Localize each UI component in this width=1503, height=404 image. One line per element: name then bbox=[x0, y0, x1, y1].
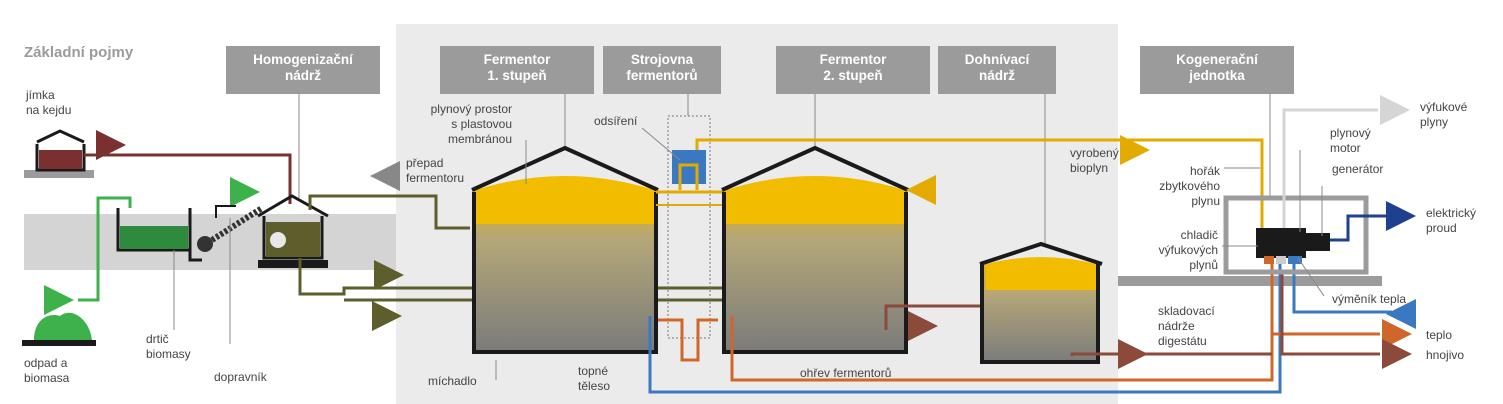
crusher-tank bbox=[116, 205, 264, 262]
post-digester-graphic bbox=[979, 241, 1103, 364]
label-desulfurization: odsíření bbox=[594, 114, 638, 128]
label-heating-element: topné těleso bbox=[578, 364, 611, 393]
slurry-pit bbox=[24, 129, 94, 178]
generator-block bbox=[1306, 233, 1330, 251]
cogeneration-platform bbox=[1118, 276, 1382, 286]
gas-engine-block bbox=[1256, 228, 1306, 258]
label-conveyor: dopravník bbox=[214, 370, 267, 384]
desulfurization-unit bbox=[672, 150, 706, 184]
biogas-pipe bbox=[695, 138, 1264, 232]
slurry-pipe bbox=[84, 153, 292, 204]
label-slurry-pit: jímka na kejdu bbox=[26, 88, 72, 117]
biomass-heap bbox=[34, 312, 92, 340]
label-generator: generátor bbox=[1332, 162, 1384, 176]
label-exhaust-gases: výfukové plyny bbox=[1420, 100, 1468, 129]
cogeneration-housing bbox=[1223, 195, 1369, 275]
header-fermenter-machinery: Strojovna fermentorů bbox=[603, 46, 721, 94]
header-homogenization-tank: Homogenizační nádrž bbox=[226, 46, 380, 94]
header-fermenter-2: Fermentor 2. stupeň bbox=[776, 46, 930, 94]
homogenization-tank-graphic bbox=[257, 194, 329, 268]
label-electricity: elektrický proud bbox=[1426, 206, 1477, 235]
label-mixer: míchadlo bbox=[428, 374, 477, 388]
header-cogeneration-unit: Kogenerační jednotka bbox=[1140, 46, 1294, 94]
header-fermenter-1: Fermentor 1. stupeň bbox=[440, 46, 594, 94]
label-waste-gas-burner: hořák zbytkového plynu bbox=[1159, 164, 1220, 208]
fermenter-1-graphic bbox=[471, 145, 659, 354]
label-fermenter-heating: ohřev fermentorů bbox=[800, 366, 892, 380]
diagram-title: Základní pojmy bbox=[24, 44, 134, 61]
label-fertilizer: hnojivo bbox=[1426, 348, 1465, 362]
label-heat-exchanger: výměník tepla bbox=[1332, 292, 1407, 306]
machinery-box bbox=[667, 115, 711, 339]
label-storage-tanks: skladovací nádrže digestátu bbox=[1158, 304, 1215, 348]
label-gas-space: plynový prostor s plastovou membránou bbox=[430, 102, 512, 146]
label-waste-biomass: odpad a biomasa bbox=[24, 356, 70, 385]
label-gas-engine: plynový motor bbox=[1330, 126, 1371, 155]
fermenter-2-graphic bbox=[721, 145, 909, 354]
label-exhaust-cooler: chladič výfukových plynů bbox=[1158, 228, 1218, 272]
label-heat: teplo bbox=[1426, 328, 1453, 342]
header-post-digester: Dohnívací nádrž bbox=[938, 46, 1056, 94]
heating-pipes bbox=[648, 262, 1392, 394]
leader-lines bbox=[173, 127, 1325, 380]
label-produced-biogas: vyrobený bioplyn bbox=[1070, 146, 1119, 175]
label-fermenter-overflow: přepad fermentoru bbox=[406, 156, 465, 185]
label-biomass-crusher: drtič biomasy bbox=[146, 332, 191, 361]
